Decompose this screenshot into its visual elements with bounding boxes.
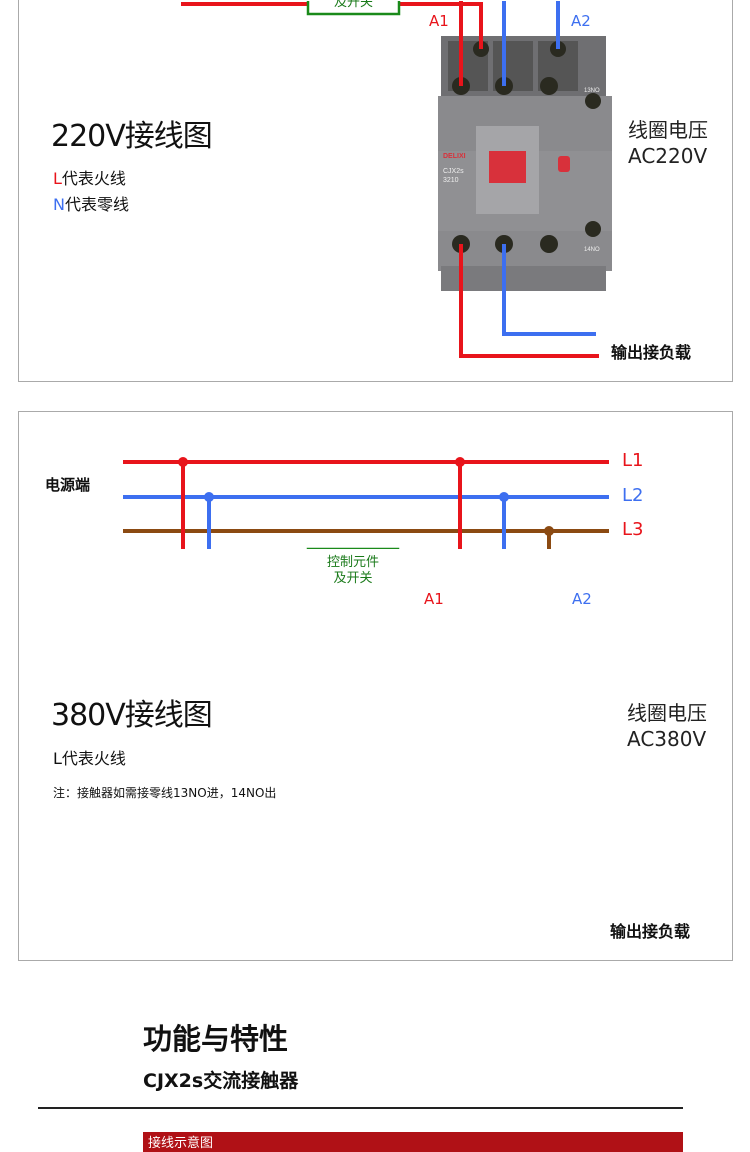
legend-live: L代表火线 xyxy=(53,165,126,189)
junction-dot xyxy=(499,492,509,502)
note: 注：接触器如需接零线13NO进，14NO出 xyxy=(53,786,277,800)
coil-voltage: AC380V xyxy=(627,727,707,751)
legend-n-text: 代表零线 xyxy=(64,195,129,214)
wire-live-control xyxy=(181,2,483,49)
a1-label: A1 xyxy=(429,12,449,30)
output-label: 输出接负载 xyxy=(610,922,691,941)
contactor-aux2: 14NO xyxy=(584,247,600,253)
diagram-title: 220V接线图 xyxy=(51,119,213,154)
coil-voltage: AC220V xyxy=(628,144,708,168)
wire-l2-branch xyxy=(207,497,211,549)
control-box-label: 及开关 xyxy=(333,0,373,10)
section-subtitle: CJX2s交流接触器 xyxy=(143,1070,299,1092)
wire-control-a1 xyxy=(181,462,185,549)
output-label: 输出接负载 xyxy=(611,343,692,362)
junction-dot xyxy=(544,526,554,536)
l1-label: L1 xyxy=(622,450,644,471)
legend-neutral: N代表零线 xyxy=(53,191,129,215)
control-line2: 及开关 xyxy=(333,571,373,586)
section-bar-text: 接线示意图 xyxy=(148,1136,214,1151)
diagram-title: 380V接线图 xyxy=(51,698,213,733)
junction-dot xyxy=(204,492,214,502)
a2-label: A2 xyxy=(571,12,591,30)
a1-label: A1 xyxy=(424,590,444,608)
control-box xyxy=(306,1,401,16)
l3-label: L3 xyxy=(622,519,644,540)
legend-l-text: 代表火线 xyxy=(61,169,126,188)
contactor-model: CJX2s xyxy=(443,168,464,175)
a2-label: A2 xyxy=(572,590,592,608)
coil-label: 线圈电压 xyxy=(628,118,708,142)
contactor-aux1: 13NO xyxy=(584,88,600,94)
section-divider xyxy=(38,1107,683,1109)
power-label: 电源端 xyxy=(45,476,91,494)
wire-output-neutral xyxy=(502,244,596,336)
l2-label: L2 xyxy=(622,485,644,506)
panel-220v: DELIXI CJX2s 3210 13NO 14NO 及开关 A1 A2 22… xyxy=(18,0,733,382)
wire-output-live xyxy=(459,244,599,358)
junction-dot xyxy=(178,457,188,467)
contactor-rating: 3210 xyxy=(443,177,459,184)
coil-label: 线圈电压 xyxy=(627,701,707,725)
control-line1: 控制元件 xyxy=(326,555,379,570)
contactor-brand: DELIXI xyxy=(443,153,466,160)
wiring-220v: DELIXI CJX2s 3210 13NO 14NO xyxy=(181,1,612,358)
section-bar: 接线示意图 xyxy=(143,1132,683,1152)
legend-l-letter: L xyxy=(53,169,62,188)
control-box-label: 控制元件及开关 xyxy=(308,555,398,587)
wiring-380v: DELIXI CJX2s 3210 13NO 14NO xyxy=(123,457,609,549)
junction-dot xyxy=(455,457,465,467)
legend-n-letter: N xyxy=(53,195,65,214)
section-title: 功能与特性 xyxy=(143,1022,289,1056)
legend-live: L代表火线 xyxy=(53,749,126,768)
